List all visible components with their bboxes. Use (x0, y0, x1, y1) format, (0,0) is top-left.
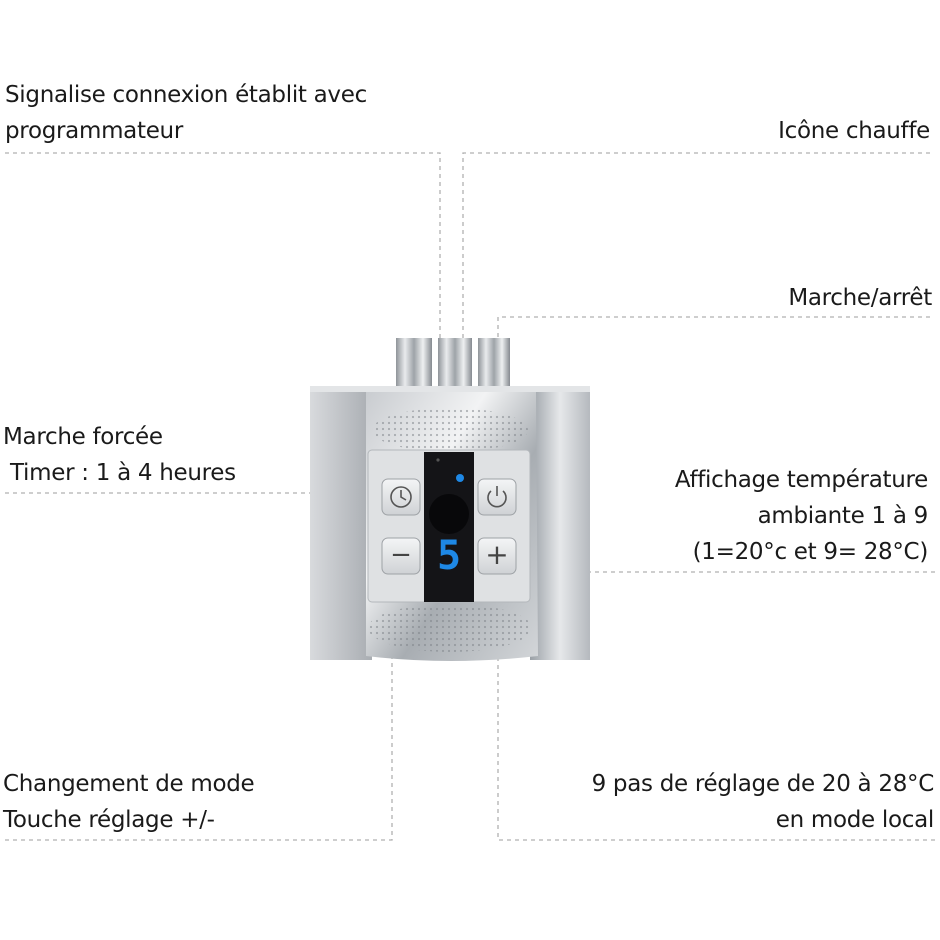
minus-button[interactable]: − (390, 540, 412, 570)
label-affichage: Affichage température ambiante 1 à 9 (1=… (675, 462, 928, 570)
label-changement-line1: Changement de mode (3, 771, 255, 797)
sensor-circle (429, 494, 469, 534)
thermostat-device (310, 338, 590, 661)
label-connexion-line2: programmateur (5, 118, 183, 144)
leader-chauffe (462, 152, 930, 470)
body-left-face (310, 388, 372, 660)
heat-led (456, 474, 464, 482)
label-marche-forcee: Marche forcée Timer : 1 à 4 heures (3, 419, 236, 491)
power-button-shape (477, 478, 517, 516)
leader-pas-reglage (497, 560, 935, 841)
timer-button[interactable] (382, 479, 420, 515)
power-button[interactable] (478, 479, 516, 515)
bottom-grille (368, 604, 532, 652)
temperature-display: 5 (436, 533, 462, 579)
plus-button-shape (477, 537, 517, 575)
label-chauffe: Icône chauffe (778, 113, 930, 149)
leader-connexion (5, 152, 441, 470)
label-pas-reglage: 9 pas de réglage de 20 à 28°C en mode lo… (591, 766, 935, 838)
label-affichage-line1: Affichage température (674, 467, 928, 493)
label-affichage-line2: ambiante 1 à 9 (757, 503, 929, 529)
label-chauffe-line1: Icône chauffe (778, 118, 930, 144)
label-marche-arret: Marche/arrêt (788, 280, 932, 316)
label-connexion: Signalise connexion établit avec program… (5, 77, 367, 149)
leader-changement (5, 560, 393, 841)
label-connexion-line1: Signalise connexion établit avec (5, 82, 367, 108)
connection-led (436, 458, 440, 462)
label-marche-arret-line1: Marche/arrêt (788, 285, 932, 311)
label-changement-line2: Touche réglage +/- (3, 807, 215, 833)
label-pas-reglage-line1: 9 pas de réglage de 20 à 28°C (591, 771, 935, 797)
body-right-face (530, 388, 590, 660)
plus-button[interactable]: + (485, 538, 509, 571)
label-pas-reglage-line2: en mode local (775, 807, 935, 833)
label-changement: Changement de mode Touche réglage +/- (3, 766, 255, 838)
label-marche-forcee-line1: Marche forcée (3, 424, 163, 450)
label-affichage-line3: (1=20°c et 9= 28°C) (692, 539, 929, 565)
label-marche-forcee-line2: Timer : 1 à 4 heures (3, 460, 236, 486)
minus-button-shape (381, 537, 421, 575)
top-grille (372, 408, 528, 452)
